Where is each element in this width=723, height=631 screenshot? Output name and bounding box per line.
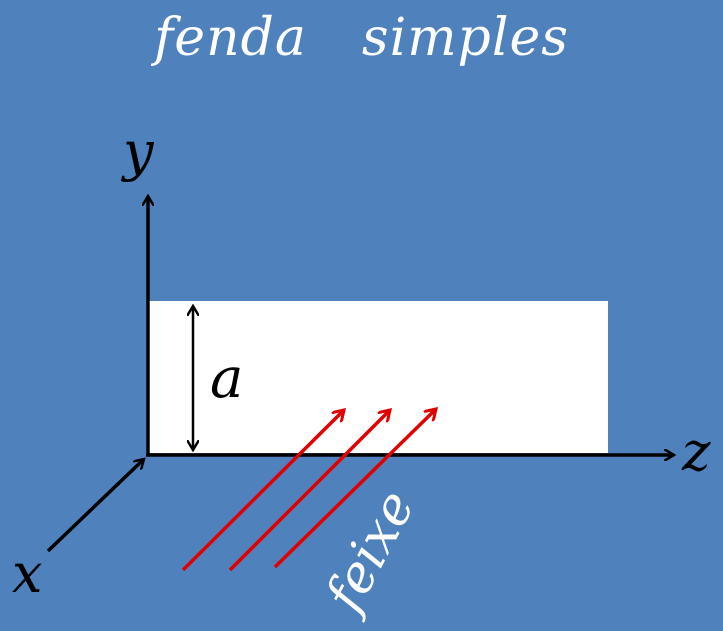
- beam-ray-3: [273, 409, 436, 569]
- x-axis-label: x: [12, 542, 42, 605]
- x-axis: [46, 459, 144, 553]
- y-axis-label: y: [121, 120, 155, 183]
- slit-width-label: a: [210, 346, 243, 411]
- slit-rectangle: [148, 301, 608, 453]
- diagram-title: fenda simples: [154, 8, 569, 68]
- beam-ray-1: [181, 410, 344, 572]
- beam-label: feixe: [313, 481, 427, 625]
- beam-ray-2: [228, 410, 390, 572]
- z-axis-label: z: [681, 420, 711, 483]
